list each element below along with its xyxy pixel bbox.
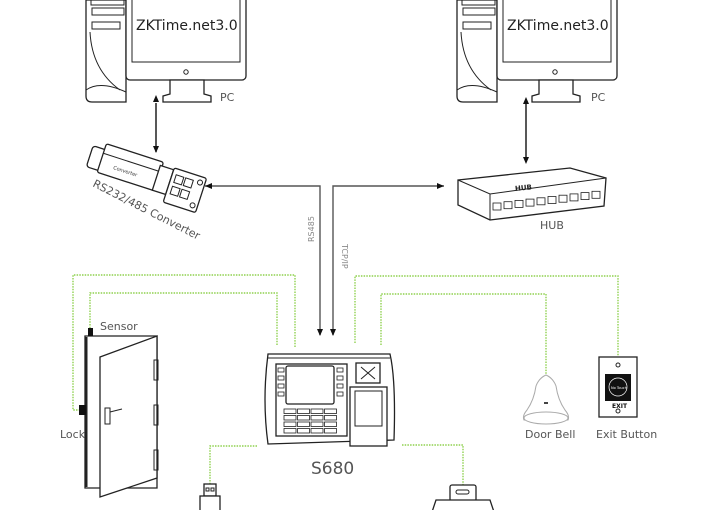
side-key-icon — [336, 391, 344, 397]
exit-text: EXIT — [612, 403, 628, 410]
exit-button: No Touch EXIT Exit Button — [596, 356, 657, 441]
side-key-icon — [277, 375, 285, 381]
pc-right: ZKTime.net3.0 PC — [456, 0, 618, 104]
side-key-icon — [277, 383, 285, 389]
sensor-wire — [89, 292, 278, 345]
hub-port-icon — [569, 193, 579, 202]
arrow-left-icon — [205, 183, 212, 189]
exit-button-icon: No Touch EXIT — [598, 356, 638, 418]
keypad-key-icon — [283, 428, 297, 434]
hub-port-icon — [536, 197, 546, 206]
s680-device: S680 — [264, 353, 396, 479]
hub-port-icon — [492, 202, 502, 211]
printer-wire — [402, 444, 464, 485]
hub-port-icon — [514, 199, 524, 208]
hub-body-text: HUB — [515, 183, 533, 193]
keypad-key-icon — [310, 421, 324, 427]
keypad-key-icon — [324, 428, 337, 434]
exit-button-label: Exit Button — [596, 428, 657, 441]
tcpip-link: TCP/IP — [330, 183, 444, 336]
usb-wire — [209, 445, 257, 484]
arrow-up-icon — [153, 95, 159, 102]
keypad-key-icon — [283, 408, 297, 414]
arrow-down-icon — [330, 329, 336, 336]
rs485-label: RS485 — [307, 216, 316, 242]
hub-label: HUB — [540, 219, 564, 232]
s680-icon — [264, 353, 396, 447]
sensor-icon — [88, 328, 93, 336]
printer-icon — [431, 484, 495, 510]
pc-right-label: PC — [591, 91, 606, 104]
rs232-485-converter: Converter RS232/485 Converter — [86, 143, 207, 243]
arrow-down-icon — [317, 329, 323, 336]
usb-icon — [199, 483, 221, 510]
door-bell-label: Door Bell — [525, 428, 575, 441]
pc-monitor-icon: ZKTime.net3.0 — [125, 0, 247, 103]
arrow-up-icon — [523, 97, 529, 104]
hub-port-icon — [558, 194, 568, 203]
exit-button-wire — [354, 275, 619, 356]
pc-left: ZKTime.net3.0 PC — [85, 0, 247, 104]
arrow-down-icon — [153, 146, 159, 153]
pc-tower-icon — [85, 0, 127, 103]
keypad-key-icon — [283, 415, 297, 421]
hub-port-icon — [525, 198, 535, 207]
hub-port-icon — [547, 196, 557, 204]
arrow-right-icon — [437, 183, 444, 189]
side-key-icon — [336, 375, 344, 381]
arrow-down-icon — [523, 157, 529, 164]
door-icon — [79, 328, 159, 498]
hub-port-icon — [591, 190, 601, 199]
keypad-key-icon — [310, 408, 324, 414]
bell-icon — [522, 374, 570, 425]
converter-icon: Converter — [86, 143, 207, 213]
side-key-icon — [336, 383, 344, 389]
hub: HUB HUB — [457, 167, 607, 232]
printer — [431, 484, 495, 510]
keypad-key-icon — [324, 415, 337, 421]
lock-icon — [79, 405, 86, 415]
pc-left-label: PC — [220, 91, 235, 104]
keypad-key-icon — [297, 415, 310, 421]
keypad-key-icon — [310, 428, 324, 434]
keypad-key-icon — [297, 428, 310, 434]
door-bell: Door Bell — [522, 374, 575, 441]
keypad-key-icon — [297, 421, 310, 427]
keypad-key-icon — [283, 421, 297, 427]
side-key-icon — [277, 391, 285, 397]
keypad-key-icon — [324, 421, 337, 427]
pc-screen-text: ZKTime.net3.0 — [507, 18, 609, 34]
sensor-label: Sensor — [100, 320, 138, 333]
side-key-icon — [277, 367, 285, 373]
usb-disk — [199, 483, 221, 510]
door: Sensor Lock — [60, 320, 159, 498]
lock-label: Lock — [60, 428, 86, 441]
tcpip-label: TCP/IP — [340, 243, 349, 269]
hub-port-icon — [580, 192, 590, 201]
door-bell-wire — [380, 293, 547, 375]
no-touch-text: No Touch — [611, 386, 627, 390]
s680-label: S680 — [311, 459, 354, 479]
pc-screen-text: ZKTime.net3.0 — [136, 18, 238, 34]
side-key-icon — [336, 367, 344, 373]
keypad-key-icon — [324, 408, 337, 414]
keypad-key-icon — [297, 408, 310, 414]
hub-icon: HUB — [457, 167, 607, 221]
keypad-key-icon — [310, 415, 324, 421]
pc-tower-icon — [456, 0, 498, 103]
rs485-link: RS485 — [205, 183, 323, 336]
hub-port-icon — [503, 201, 513, 210]
pc-monitor-icon: ZKTime.net3.0 — [496, 0, 618, 103]
